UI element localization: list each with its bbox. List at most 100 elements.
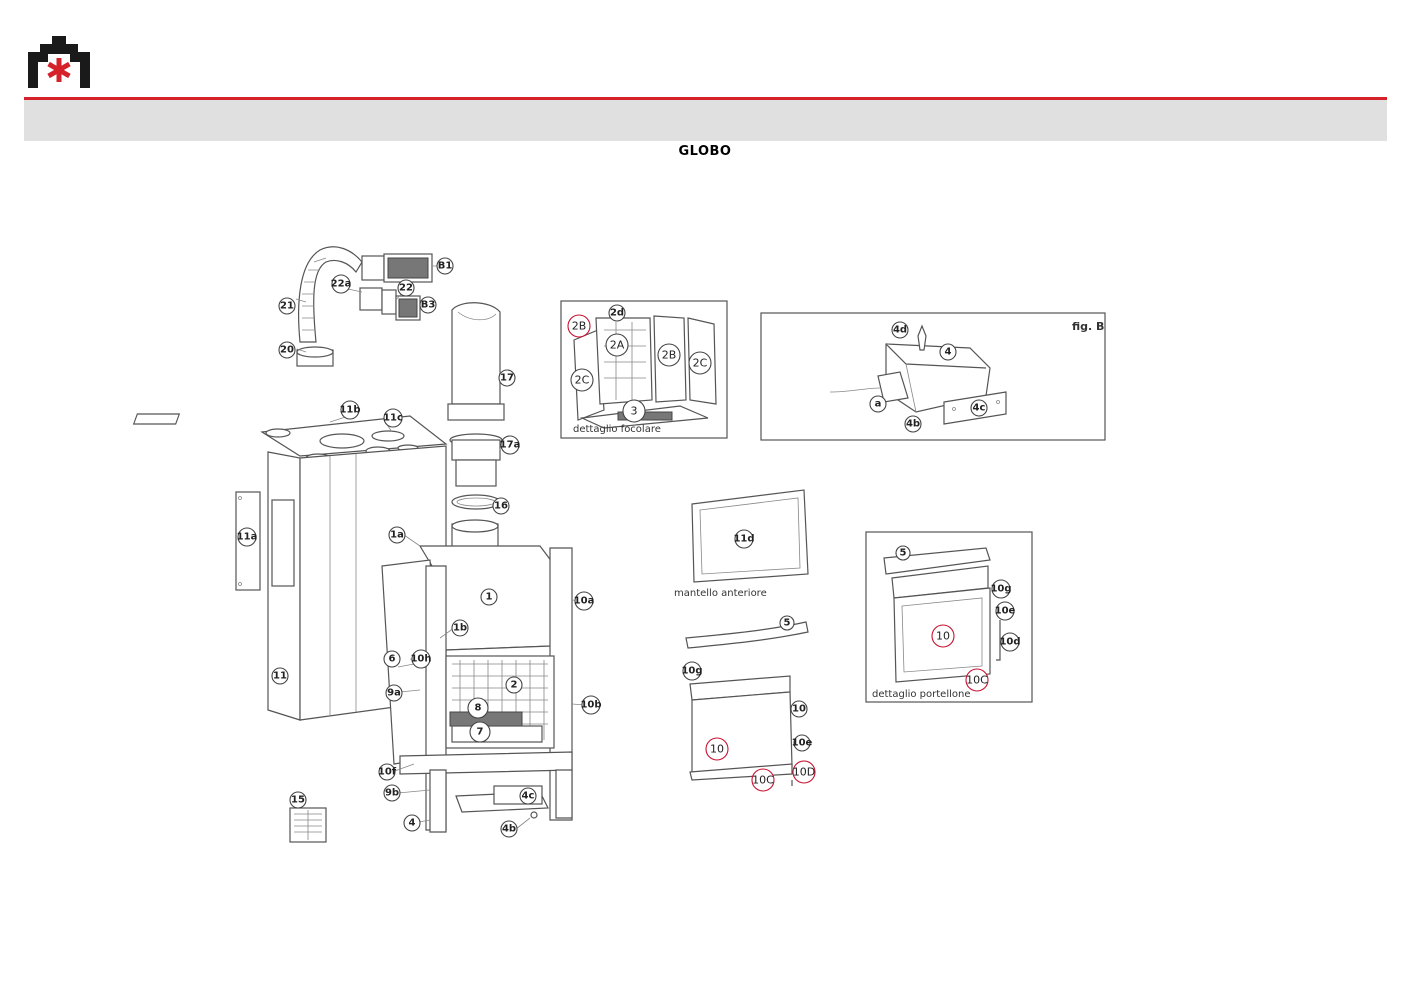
callout-b1: B1 (436, 257, 454, 275)
callout-2b-right: 2B (657, 343, 681, 367)
door-exploded (685, 621, 809, 786)
vent-grille (289, 807, 327, 843)
callout-lower-10g: 10g (681, 661, 703, 681)
callout-11c: 11c (383, 408, 403, 428)
callout-8: 8 (467, 697, 489, 719)
svg-text:2A: 2A (610, 339, 625, 352)
svg-text:7: 7 (477, 727, 484, 738)
callout-20: 20 (278, 341, 296, 359)
svg-text:2: 2 (511, 680, 518, 691)
svg-text:2B: 2B (662, 349, 677, 362)
svg-text:4b: 4b (906, 419, 920, 430)
callout-1a: 1a (388, 526, 406, 544)
svg-text:4c: 4c (522, 791, 535, 802)
firebox-detail-caption: dettaglio focolare (573, 424, 661, 435)
firebox-assembly (381, 519, 573, 833)
callout-lower-5: 5 (779, 615, 795, 631)
svg-text:10f: 10f (378, 767, 397, 778)
callout-lower-10: 10 (705, 737, 729, 761)
flexible-duct-assembly (296, 246, 433, 367)
callout-1: 1 (480, 588, 498, 606)
callout-2b-left: 2B (567, 314, 591, 338)
svg-text:10b: 10b (580, 700, 601, 711)
callout-11b: 11b (339, 400, 361, 420)
svg-text:22: 22 (399, 283, 413, 294)
callout-fig-b-4b: 4b (904, 415, 922, 433)
callout-3: 3 (622, 399, 646, 423)
svg-text:5: 5 (784, 618, 791, 629)
callout-b3: B3 (419, 296, 437, 314)
callout-1b: 1b (451, 619, 469, 637)
svg-text:4c: 4c (973, 403, 986, 414)
svg-text:10a: 10a (574, 596, 595, 607)
callout-7: 7 (469, 721, 491, 743)
svg-text:8: 8 (475, 703, 482, 714)
svg-text:10: 10 (792, 704, 806, 715)
svg-text:B1: B1 (438, 261, 453, 272)
svg-text:15: 15 (291, 795, 305, 806)
callout-door-5: 5 (895, 545, 911, 561)
svg-text:4: 4 (945, 347, 952, 358)
figure-b-panel: fig. B (760, 312, 1106, 441)
callout-door-10c: 10C (965, 668, 989, 692)
svg-text:10g: 10g (990, 584, 1011, 595)
callout-4d: 4d (891, 321, 909, 339)
callout-door-10g: 10g (990, 579, 1012, 599)
callout-4b: 4b (500, 820, 518, 838)
svg-text:11b: 11b (339, 405, 360, 416)
svg-text:10e: 10e (792, 738, 813, 749)
header-red-rule (24, 97, 1387, 100)
callout-lower-10c: 10C (751, 768, 775, 792)
callout-17a: 17a (500, 435, 521, 455)
door-detail-caption: dettaglio portellone (872, 689, 971, 700)
svg-text:10h: 10h (410, 654, 431, 665)
callout-10h: 10h (410, 649, 432, 669)
callout-door-10d: 10d (999, 632, 1021, 652)
svg-text:2B: 2B (572, 320, 587, 333)
callout-9a: 9a (385, 684, 403, 702)
flue-pipe (447, 302, 505, 510)
svg-text:1a: 1a (390, 530, 404, 541)
callout-2c-left: 2C (570, 368, 594, 392)
svg-text:22a: 22a (331, 279, 352, 290)
callout-10b: 10b (580, 695, 602, 715)
svg-text:20: 20 (280, 345, 294, 356)
callout-22: 22 (397, 279, 415, 297)
callout-2: 2 (505, 676, 523, 694)
callout-11a: 11a (237, 527, 257, 547)
callout-door-10e: 10e (995, 601, 1016, 621)
brand-logo (28, 36, 90, 88)
callout-2c-right: 2C (688, 351, 712, 375)
callout-15: 15 (289, 791, 307, 809)
callout-22a: 22a (331, 274, 352, 294)
svg-text:3: 3 (631, 405, 638, 418)
svg-text:5: 5 (900, 548, 907, 559)
svg-text:10g: 10g (681, 666, 702, 677)
svg-text:10C: 10C (752, 774, 774, 787)
callout-10a: 10a (574, 591, 595, 611)
header-grey-band (24, 100, 1387, 141)
svg-text:10e: 10e (995, 606, 1016, 617)
figure-b-label: fig. B (1072, 320, 1104, 333)
asterisk-icon (47, 58, 71, 82)
svg-text:16: 16 (494, 501, 508, 512)
callout-fig-b-4: 4 (939, 343, 957, 361)
callout-10f: 10f (378, 763, 397, 781)
svg-text:17a: 17a (500, 440, 521, 451)
callout-11d: 11d (733, 529, 755, 549)
svg-text:10: 10 (936, 630, 950, 643)
svg-text:10D: 10D (793, 766, 815, 779)
svg-text:10: 10 (710, 743, 724, 756)
callout-door-10: 10 (931, 624, 955, 648)
callout-11: 11 (271, 667, 289, 685)
svg-text:11: 11 (273, 671, 287, 682)
page-title: GLOBO (678, 144, 732, 159)
svg-text:6: 6 (389, 654, 396, 665)
svg-text:10C: 10C (966, 674, 988, 687)
callout-lower-10-right: 10 (790, 700, 808, 718)
svg-text:9a: 9a (387, 688, 401, 699)
callout-fig-b-4c: 4c (970, 399, 988, 417)
svg-text:1b: 1b (453, 623, 467, 634)
svg-text:11d: 11d (733, 534, 754, 545)
